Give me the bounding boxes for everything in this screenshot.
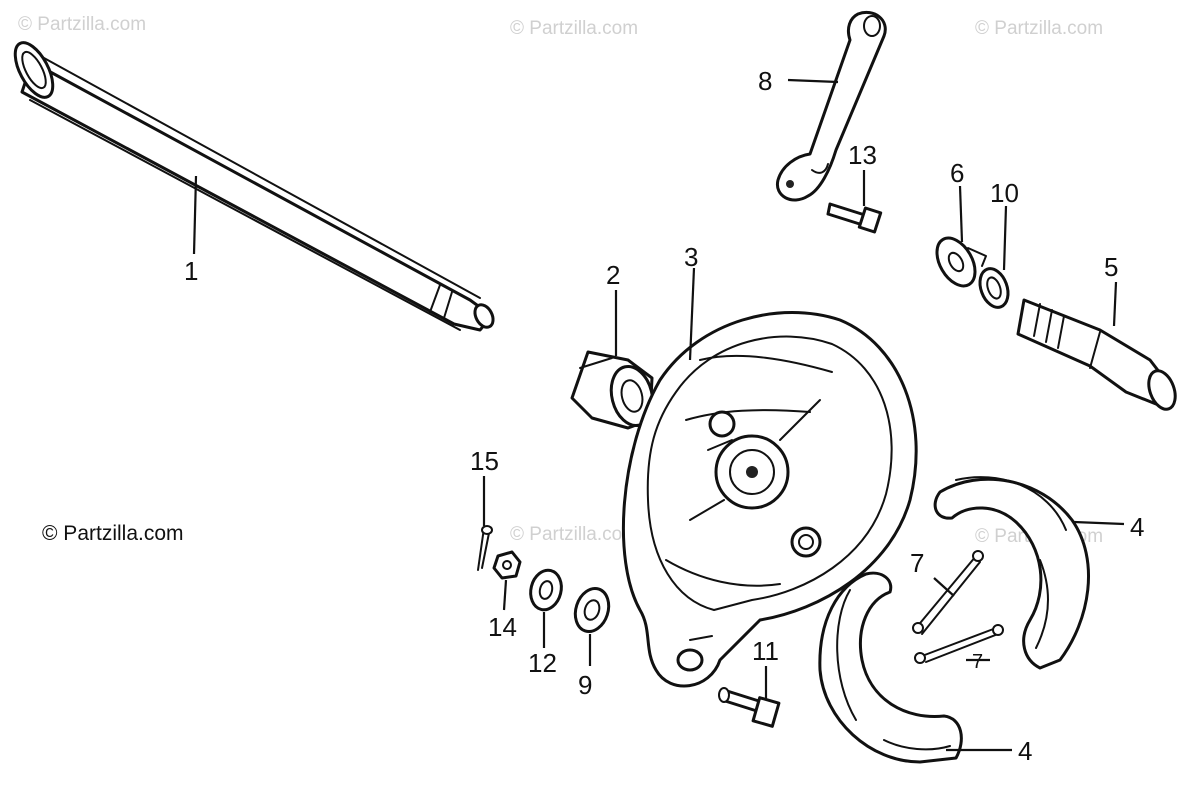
callout-7-small: 7 bbox=[972, 651, 983, 673]
callout-6: 6 bbox=[950, 158, 964, 188]
callout-11: 11 bbox=[752, 636, 779, 666]
part-washer-9 bbox=[573, 587, 611, 633]
part-anchor-bolt bbox=[718, 687, 781, 728]
callout-1: 1 bbox=[184, 256, 198, 286]
part-brake-panel bbox=[621, 311, 918, 688]
callout-9: 9 bbox=[578, 670, 592, 700]
callout-13: 13 bbox=[848, 140, 877, 170]
callout-numbers: 1 2 3 4 4 5 6 7 7 8 9 10 11 12 13 14 15 bbox=[184, 66, 1144, 766]
callout-4-lower: 4 bbox=[1018, 736, 1032, 766]
watermarks: © Partzilla.com © Partzilla.com © Partzi… bbox=[18, 14, 1103, 547]
callout-3: 3 bbox=[684, 242, 698, 272]
part-shoe-springs bbox=[912, 550, 1004, 664]
callout-2: 2 bbox=[606, 260, 620, 290]
watermark-center: © Partzilla.com bbox=[510, 524, 638, 545]
watermark-top-left: © Partzilla.com bbox=[18, 14, 146, 35]
part-felt-seal bbox=[978, 267, 1010, 309]
callout-8: 8 bbox=[758, 66, 772, 96]
leader-lines bbox=[192, 78, 1125, 752]
callout-7: 7 bbox=[910, 548, 924, 578]
part-cotter-pin bbox=[477, 525, 493, 571]
callout-12: 12 bbox=[528, 648, 557, 678]
part-arm-bolt bbox=[826, 202, 883, 234]
callout-4-upper: 4 bbox=[1130, 512, 1144, 542]
part-axle bbox=[13, 41, 495, 332]
part-wear-indicator-plate bbox=[935, 236, 987, 288]
part-brake-arm bbox=[775, 11, 887, 202]
callout-14: 14 bbox=[488, 612, 517, 642]
part-brake-shoe-upper bbox=[933, 476, 1090, 670]
partzilla-credit: © Partzilla.com bbox=[42, 522, 184, 545]
part-brake-shoe-lower bbox=[818, 571, 963, 764]
watermark-top-center: © Partzilla.com bbox=[510, 18, 638, 39]
part-washer-12 bbox=[529, 568, 563, 612]
part-brake-cam bbox=[1016, 298, 1177, 411]
callout-15: 15 bbox=[470, 446, 499, 476]
callout-5: 5 bbox=[1104, 252, 1118, 282]
part-castle-nut bbox=[492, 550, 522, 580]
watermark-top-right: © Partzilla.com bbox=[975, 18, 1103, 39]
callout-10: 10 bbox=[990, 178, 1019, 208]
